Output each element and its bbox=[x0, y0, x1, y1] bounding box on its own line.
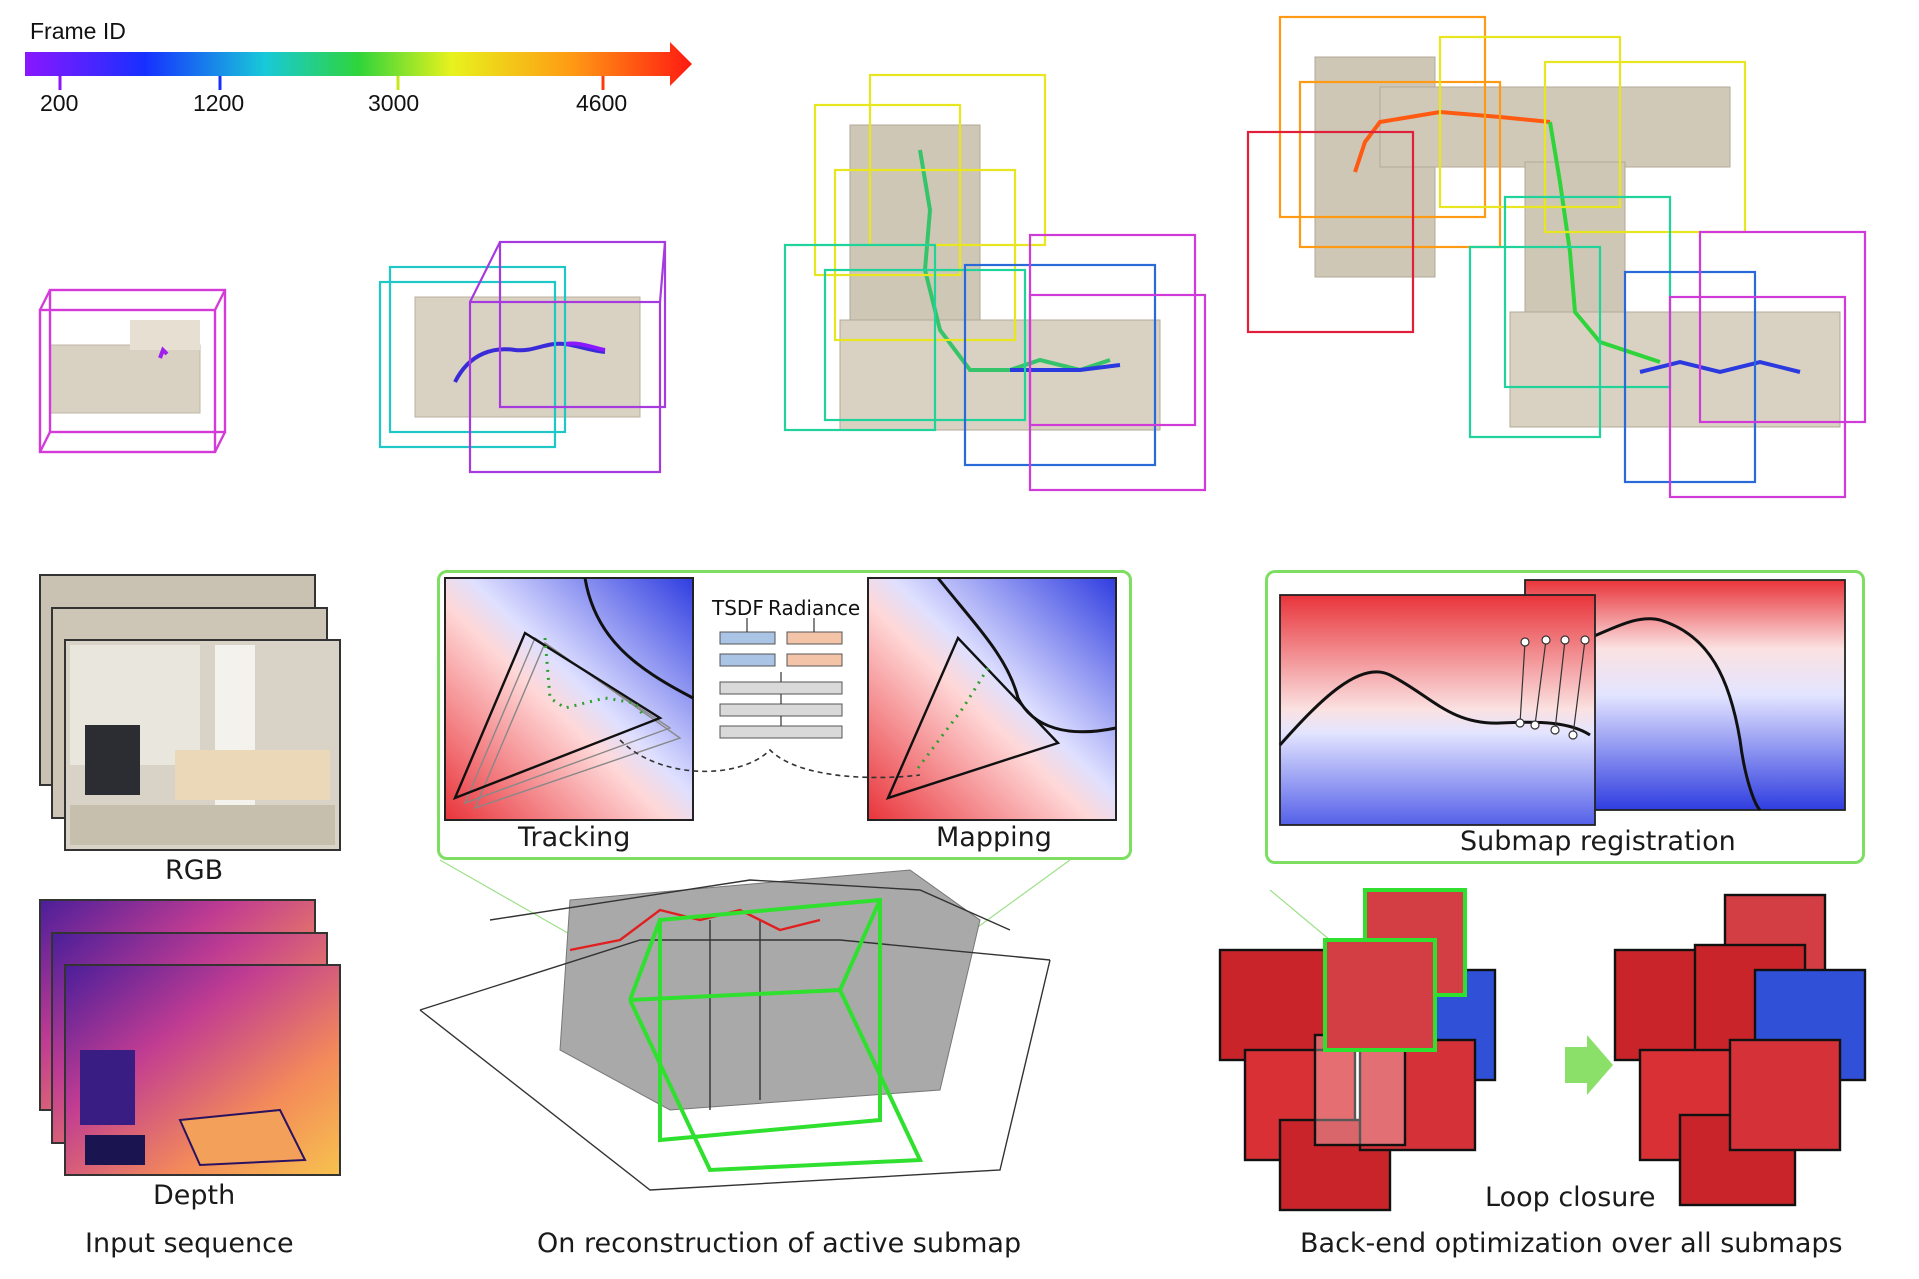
mesh-room bbox=[49, 344, 201, 414]
backend-caption: Back-end optimization over all submaps bbox=[1300, 1228, 1843, 1259]
tracking-mapping-panel bbox=[437, 570, 1132, 860]
network bbox=[719, 618, 843, 739]
rgb-frame bbox=[64, 639, 341, 851]
radiance-label: Radiance bbox=[768, 596, 861, 620]
colorbar-title: Frame ID bbox=[30, 18, 126, 44]
submap-registration-sdf bbox=[1278, 579, 1846, 826]
trajectory bbox=[1548, 121, 1661, 364]
submap-stage-1 bbox=[38, 288, 227, 454]
submap-box bbox=[783, 243, 1027, 432]
submap-stage-4 bbox=[1246, 15, 1867, 499]
submap-stage-2 bbox=[378, 240, 667, 474]
mesh-room bbox=[559, 869, 981, 1111]
mapping-label: Mapping bbox=[936, 822, 1052, 853]
submap-tile bbox=[1613, 893, 1867, 1207]
mapping-sdf bbox=[867, 577, 1117, 821]
submap-box bbox=[1278, 15, 1502, 249]
loop-closure-label: Loop closure bbox=[1485, 1182, 1656, 1213]
registration-panel bbox=[1265, 570, 1865, 864]
mesh-room bbox=[130, 320, 200, 350]
ray-samples bbox=[916, 667, 990, 769]
submap-tiles-before bbox=[1218, 888, 1497, 1212]
ray-samples bbox=[543, 637, 647, 719]
correspondences bbox=[1515, 635, 1590, 740]
colorbar-tick-label: 1200 bbox=[193, 90, 245, 116]
submap-tile bbox=[1218, 948, 1497, 1212]
submap-box bbox=[1468, 195, 1672, 439]
camera-frustum bbox=[885, 635, 1061, 800]
tracking-sdf bbox=[444, 577, 694, 821]
depth-label: Depth bbox=[153, 1180, 236, 1211]
submap-registration-label: Submap registration bbox=[1460, 826, 1736, 857]
colorbar-tick-label: 3000 bbox=[368, 90, 420, 116]
colorbar bbox=[25, 42, 692, 90]
callout-lines bbox=[1269, 889, 1331, 941]
submap-a bbox=[1279, 594, 1596, 826]
trajectory bbox=[569, 908, 821, 952]
submap-box bbox=[1668, 230, 1867, 499]
trajectory bbox=[918, 149, 1111, 373]
trajectory bbox=[564, 341, 606, 352]
tsdf-label: TSDF bbox=[712, 596, 764, 620]
rgb-stack bbox=[39, 574, 341, 851]
surface-curve bbox=[583, 577, 694, 700]
colorbar-arrow bbox=[25, 42, 692, 86]
active-submap-caption: On reconstruction of active submap bbox=[537, 1228, 1022, 1259]
submap-box bbox=[378, 265, 567, 449]
trajectory bbox=[453, 341, 606, 383]
colorbar-tick-label: 200 bbox=[40, 90, 79, 116]
arrow-icon bbox=[1565, 1035, 1613, 1095]
submap-box bbox=[813, 73, 1047, 342]
submap-box bbox=[38, 288, 227, 454]
submap-box bbox=[419, 879, 1051, 1191]
submap-tiles-after bbox=[1613, 893, 1867, 1207]
active-submap-reconstruction bbox=[419, 859, 1071, 1191]
submap-tile-active bbox=[1323, 888, 1467, 1052]
submap-box bbox=[1028, 233, 1207, 492]
rgb-label: RGB bbox=[165, 855, 224, 886]
mesh-room bbox=[1379, 86, 1731, 168]
mesh-room bbox=[414, 296, 641, 418]
depth-frame bbox=[64, 964, 341, 1176]
submap-box bbox=[468, 240, 667, 474]
submap-box bbox=[1246, 130, 1415, 334]
trajectory bbox=[1639, 359, 1801, 375]
submap-stage-3 bbox=[783, 73, 1207, 492]
surface-curve bbox=[1278, 670, 1591, 746]
surface-curve bbox=[936, 577, 1117, 734]
colorbar-tick-label: 4600 bbox=[576, 90, 628, 116]
input-sequence-caption: Input sequence bbox=[85, 1228, 294, 1259]
camera-frustum bbox=[452, 631, 663, 801]
submap-box bbox=[1438, 35, 1747, 234]
submap-box bbox=[1623, 270, 1757, 484]
active-submap-box bbox=[628, 897, 924, 1173]
depth-stack bbox=[39, 899, 341, 1176]
trajectory bbox=[1353, 109, 1551, 173]
submap-box bbox=[963, 263, 1157, 467]
mesh-room bbox=[839, 319, 1161, 431]
trajectory bbox=[158, 346, 169, 359]
dashed-link bbox=[619, 739, 921, 779]
tracking-label: Tracking bbox=[518, 822, 631, 853]
